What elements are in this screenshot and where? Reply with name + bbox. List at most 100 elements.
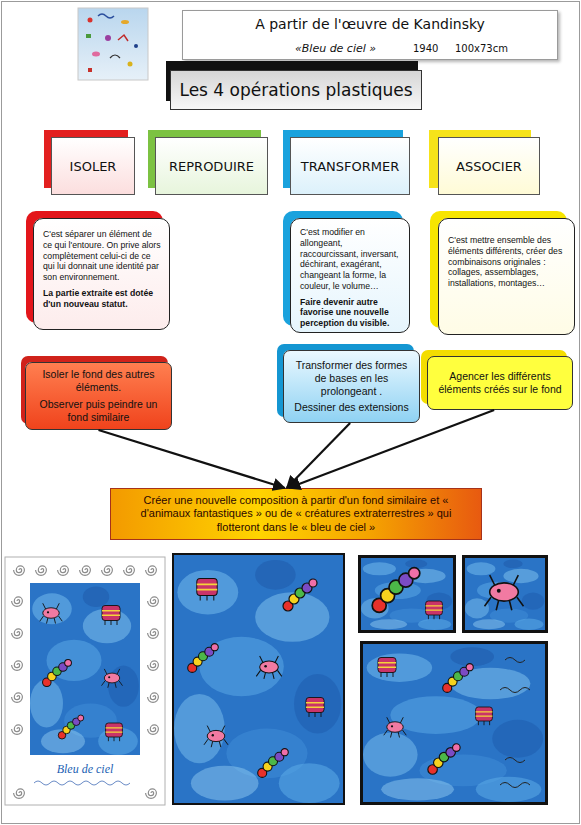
photo-detail-c bbox=[358, 555, 456, 633]
poster-caption: Bleu de ciel bbox=[40, 762, 130, 777]
thumbnail-mark bbox=[88, 68, 92, 72]
photo-painting-b bbox=[172, 553, 345, 805]
creature bbox=[378, 658, 396, 678]
thumbnail-mark bbox=[134, 44, 138, 48]
spiral-ornament bbox=[80, 566, 91, 575]
definition-box: C'est modifier en allongeant, raccourcis… bbox=[290, 218, 410, 333]
box-text: C'est modifier en allongeant, raccourcis… bbox=[300, 227, 401, 292]
box-text: 1940 bbox=[413, 43, 438, 54]
creature bbox=[102, 606, 120, 626]
activity-box: Agencer les différents éléments créés su… bbox=[427, 356, 573, 410]
box-text: Faire devenir autre favorise une nouvell… bbox=[300, 297, 401, 329]
box-text: Dessiner des extensions bbox=[291, 401, 412, 414]
creature bbox=[426, 601, 443, 619]
spiral-ornament bbox=[14, 566, 25, 575]
creature bbox=[428, 744, 460, 774]
photo-detail-d bbox=[462, 555, 548, 633]
painted-sky bbox=[363, 644, 545, 802]
box-text: Transformer des formes de bases en les p… bbox=[291, 359, 412, 398]
box-text: ISOLER bbox=[70, 159, 117, 174]
photo-painting-e bbox=[360, 641, 548, 805]
box-text: Agencer les différents éléments créés su… bbox=[435, 370, 565, 396]
creature bbox=[258, 749, 289, 778]
spiral-ornament bbox=[146, 566, 157, 575]
box-text: Isoler le fond des autres éléments. bbox=[33, 368, 164, 394]
flow-arrow bbox=[99, 430, 285, 488]
operation-box: TRANSFORMER bbox=[290, 137, 410, 195]
creature bbox=[476, 707, 493, 725]
operation-box: ISOLER bbox=[51, 137, 135, 195]
painted-sky bbox=[465, 558, 545, 630]
creature bbox=[256, 656, 282, 679]
spiral-ornament bbox=[148, 693, 159, 702]
title-box: A partir de l'œuvre de Kandinsky «Bleu de… bbox=[182, 10, 558, 60]
box-text: ASSOCIER bbox=[456, 159, 522, 174]
spiral-ornament bbox=[146, 789, 157, 798]
spiral-ornament bbox=[12, 693, 23, 702]
thumbnail-mark bbox=[118, 35, 128, 41]
box-text: Observer puis peindre un fond similaire bbox=[33, 398, 164, 424]
photo-frame bbox=[358, 555, 456, 633]
activity-box: Transformer des formes de bases en les p… bbox=[283, 350, 420, 423]
creature bbox=[197, 579, 217, 601]
box-text: Les 4 opérations plastiques bbox=[179, 80, 412, 100]
spiral-ornament bbox=[58, 566, 69, 575]
creature bbox=[485, 575, 524, 610]
painted-sky bbox=[361, 558, 453, 630]
creature bbox=[204, 726, 228, 748]
spiral-ornament bbox=[102, 566, 113, 575]
heading-box: Les 4 opérations plastiques bbox=[170, 70, 422, 110]
thumbnail-mark bbox=[110, 55, 120, 58]
photo-frame bbox=[360, 641, 548, 805]
creature bbox=[58, 715, 84, 739]
box-text: Créer une nouvelle composition à partir … bbox=[129, 494, 463, 534]
operation-box: REPRODUIRE bbox=[155, 137, 268, 195]
creature bbox=[372, 568, 420, 613]
box-text: C'est séparer un élément de ce qui l'ent… bbox=[43, 229, 161, 283]
spiral-ornament bbox=[36, 566, 47, 575]
spiral-ornament bbox=[148, 725, 159, 734]
spiral-ornament bbox=[14, 789, 25, 798]
thumbnail-mark bbox=[92, 52, 100, 57]
box-text: C'est mettre ensemble des éléments diffé… bbox=[448, 235, 566, 289]
spiral-ornament bbox=[12, 597, 23, 606]
creature bbox=[306, 698, 324, 718]
box-text: TRANSFORMER bbox=[301, 159, 400, 174]
goal-box: Créer une nouvelle composition à partir … bbox=[110, 488, 482, 540]
thumbnail-mark bbox=[121, 20, 129, 24]
thumbnail-mark bbox=[105, 35, 111, 41]
creature bbox=[188, 644, 219, 673]
spiral-ornament bbox=[12, 629, 23, 638]
kandinsky-thumbnail bbox=[78, 8, 148, 80]
creature bbox=[43, 659, 72, 686]
box-text: La partie extraite est dotée d'un nouvea… bbox=[43, 288, 161, 310]
spiral-ornament bbox=[148, 597, 159, 606]
activity-box: Isoler le fond des autres éléments. Obser… bbox=[25, 362, 172, 430]
creature bbox=[102, 669, 123, 688]
thumbnail-mark bbox=[88, 18, 93, 23]
painted-sky bbox=[174, 555, 343, 803]
box-text: REPRODUIRE bbox=[169, 159, 254, 174]
photo-frame bbox=[172, 553, 345, 805]
definition-box: C'est mettre ensemble des éléments diffé… bbox=[438, 218, 575, 335]
creature bbox=[443, 664, 474, 693]
spiral-ornament bbox=[12, 725, 23, 734]
photo-frame bbox=[462, 555, 548, 633]
creature bbox=[283, 579, 317, 611]
creature bbox=[384, 717, 407, 737]
box-text: «Bleu de ciel » bbox=[295, 42, 376, 55]
creature bbox=[106, 723, 123, 741]
poster-sheet bbox=[5, 557, 165, 805]
box-text: A partir de l'œuvre de Kandinsky bbox=[183, 16, 557, 32]
creature bbox=[40, 603, 63, 623]
box-text: 100x73cm bbox=[455, 43, 508, 54]
flow-arrow bbox=[287, 423, 350, 488]
spiral-ornament bbox=[12, 661, 23, 670]
thumbnail-mark bbox=[128, 62, 133, 67]
definition-box: C'est séparer un élément de ce qui l'ent… bbox=[33, 218, 170, 330]
handwriting bbox=[34, 781, 130, 785]
photo-poster bbox=[5, 557, 165, 805]
handwriting bbox=[500, 658, 530, 788]
